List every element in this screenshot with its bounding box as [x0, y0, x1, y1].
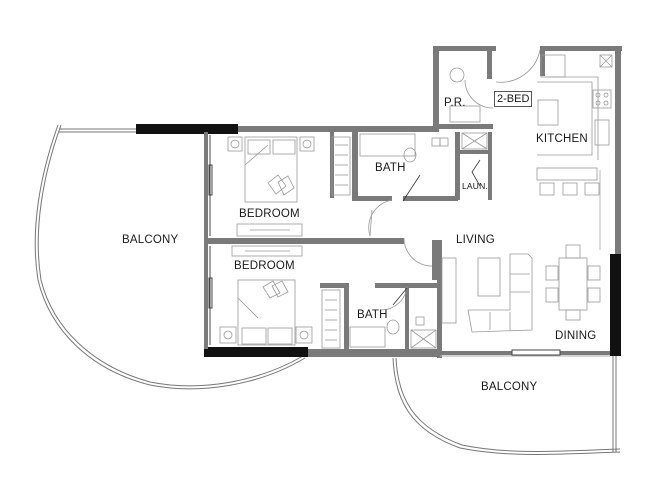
balcony-bottom-outline [392, 355, 621, 455]
room-label-dining: DINING [555, 330, 597, 342]
balcony-left-outline [34, 124, 306, 390]
room-label-bedroom-2: BEDROOM [234, 260, 295, 272]
room-label-laundry: LAUN. [462, 181, 489, 191]
furniture [219, 54, 613, 349]
room-label-bath-2: BATH [357, 309, 388, 321]
door-swings [368, 49, 541, 311]
windows [208, 135, 610, 357]
structural-walls [136, 124, 621, 357]
room-label-bath-1: BATH [375, 162, 406, 174]
interior-walls [204, 46, 622, 358]
room-label-balcony-left: BALCONY [122, 234, 179, 246]
room-label-kitchen: KITCHEN [536, 133, 588, 145]
room-label-balcony-bottom: BALCONY [481, 381, 538, 393]
room-label-living: LIVING [456, 234, 495, 246]
unit-type-badge: 2-BED [494, 91, 533, 107]
room-label-powder-room: P.R. [444, 97, 466, 109]
room-label-bedroom-1: BEDROOM [239, 208, 300, 220]
